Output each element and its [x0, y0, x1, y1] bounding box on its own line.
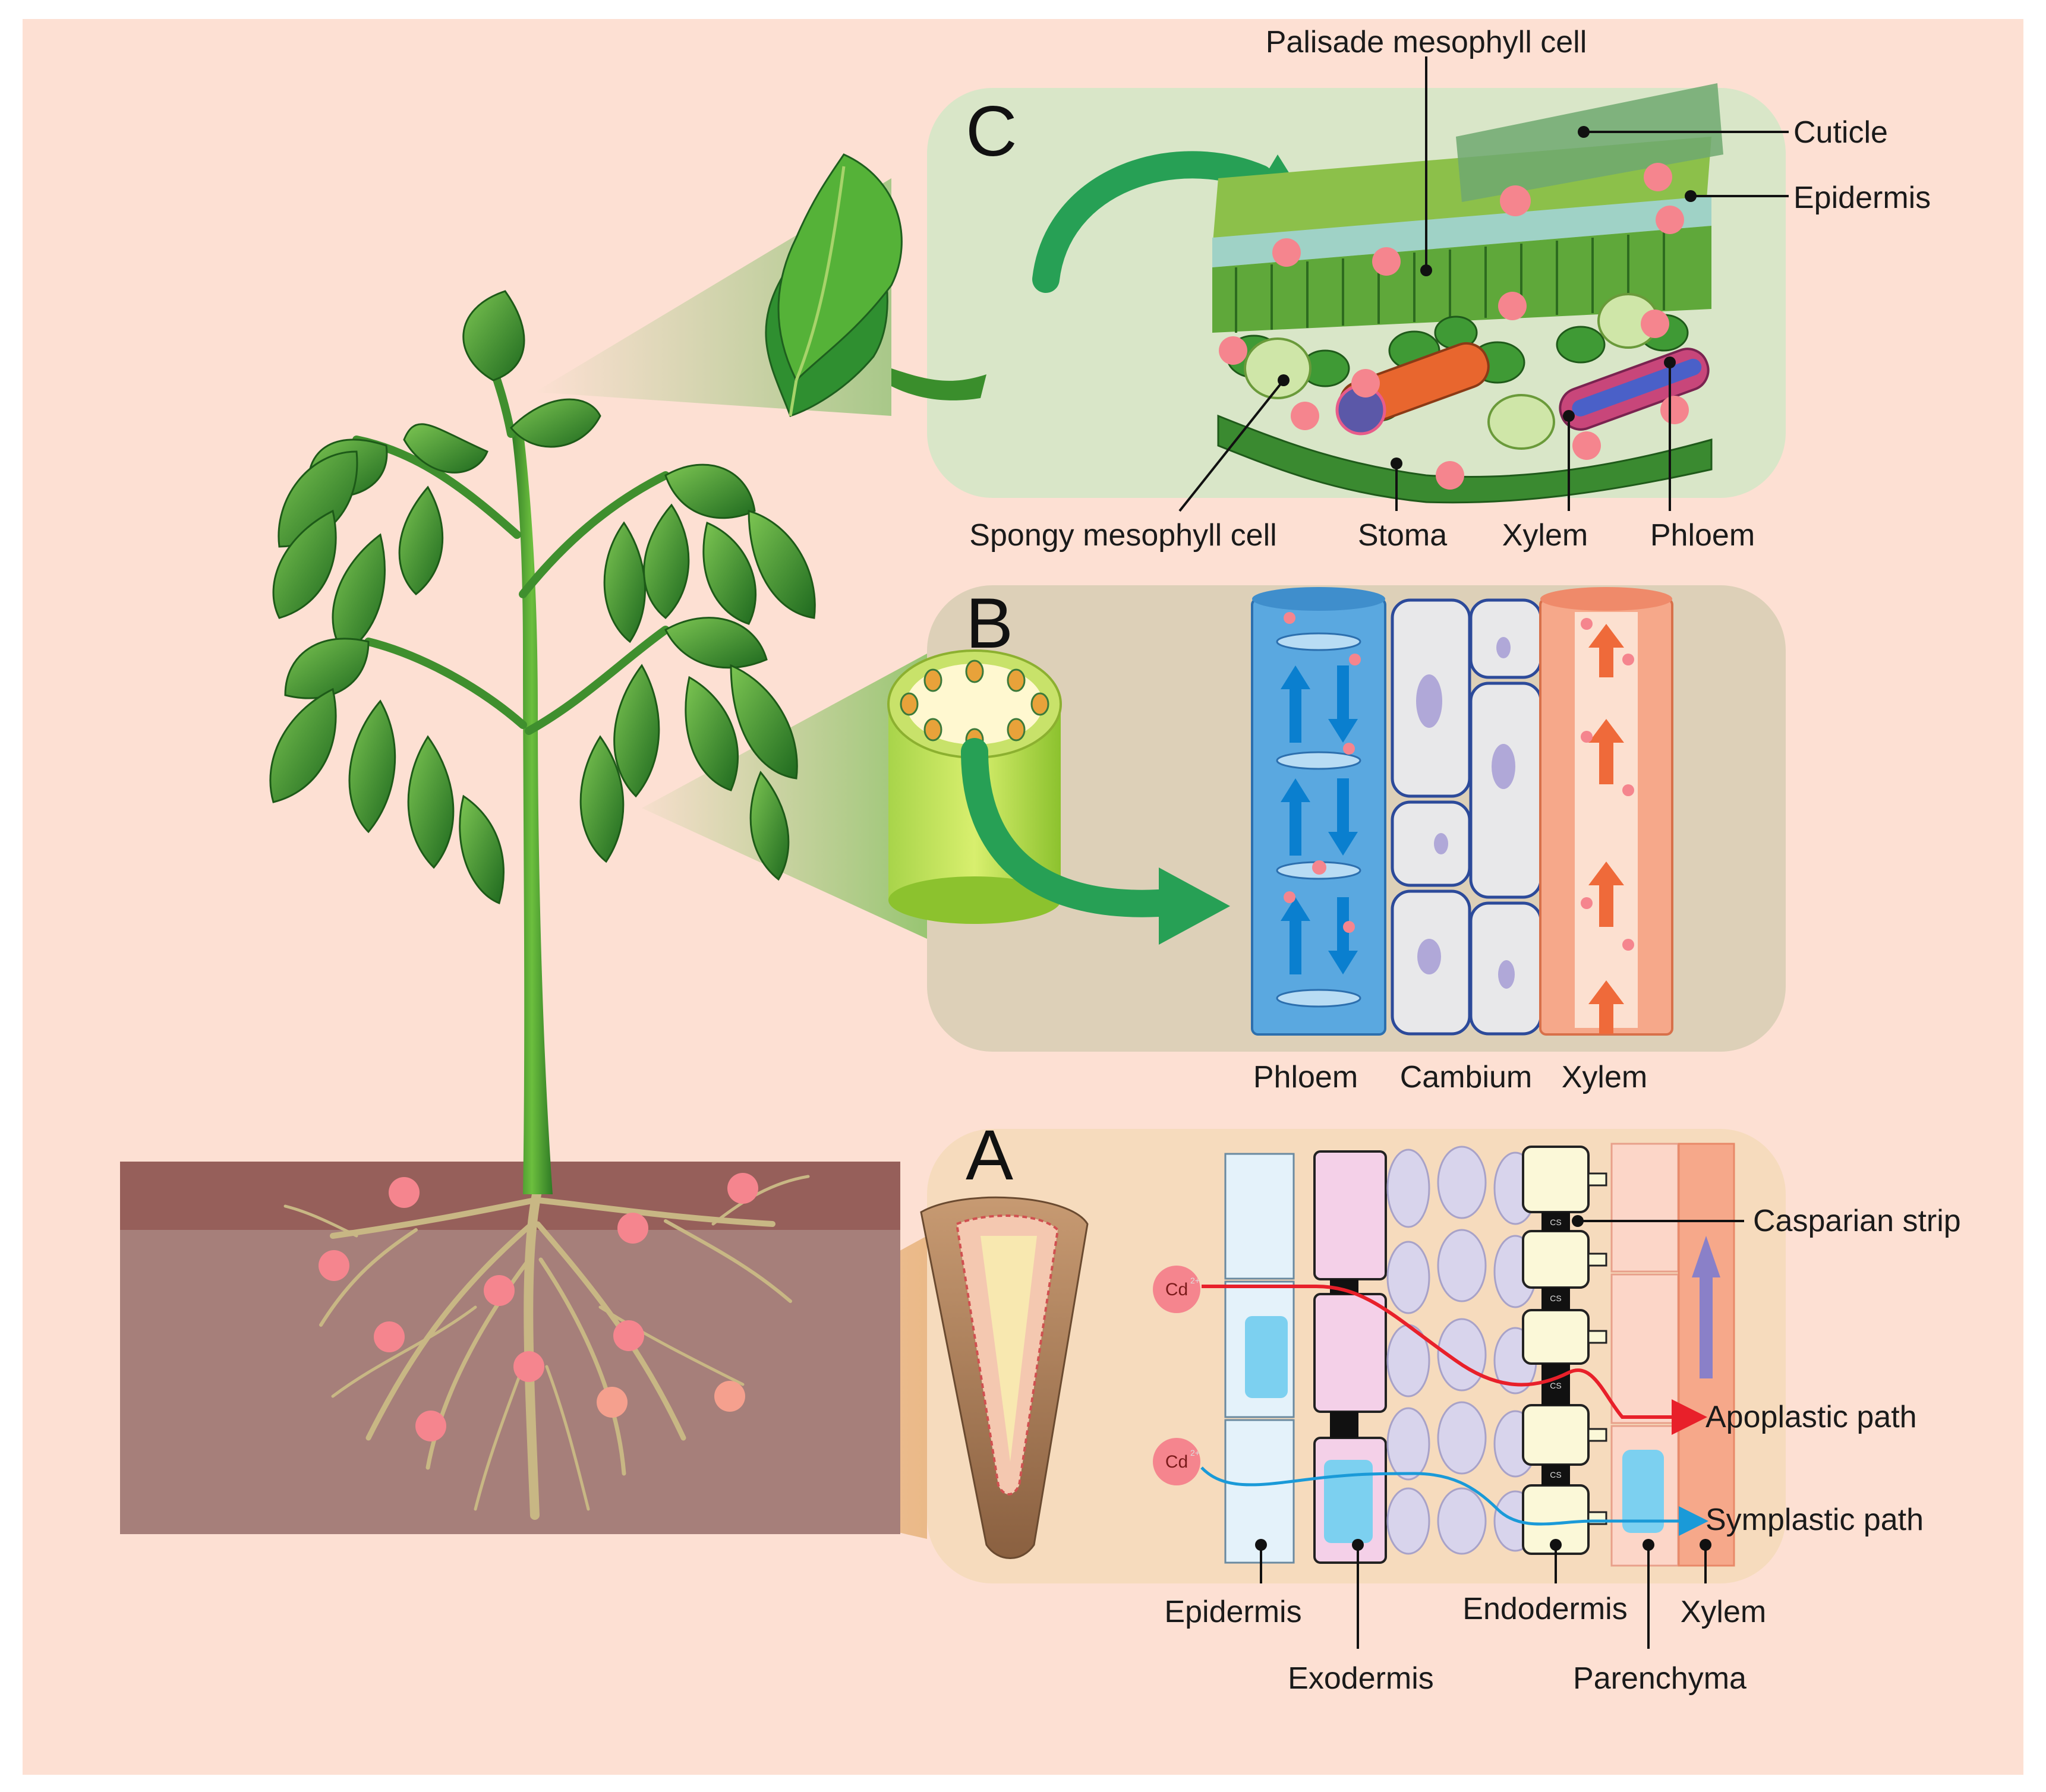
panel-c-letter: C [966, 92, 1017, 171]
arrow-b [961, 738, 1172, 917]
spongy-cell-pale [1244, 337, 1312, 399]
exodermis-cells [1313, 1150, 1387, 1564]
arrow-b-head [1159, 867, 1230, 945]
label-endodermis: Endodermis [1462, 1592, 1627, 1626]
label-stoma: Stoma [1358, 518, 1447, 553]
label-phloem-b: Phloem [1253, 1060, 1358, 1094]
panel-a-letter: A [966, 1115, 1013, 1195]
xylem-up-arrow [1692, 1236, 1720, 1378]
xylem-column-a [1678, 1143, 1735, 1567]
cs-mark: CS [1550, 1381, 1561, 1390]
label-cambium: Cambium [1400, 1060, 1533, 1094]
soil-cd-particles [319, 1173, 758, 1441]
endodermis-cells: CS CS CS CS [1522, 1146, 1607, 1555]
cs-mark: CS [1550, 1293, 1561, 1303]
soil [120, 1162, 900, 1534]
palisade-layer [1212, 226, 1711, 333]
label-spongy: Spongy mesophyll cell [969, 518, 1276, 553]
cd-ion-bottom: Cd 2+ [1153, 1438, 1200, 1485]
panel-c: C [765, 25, 1931, 553]
leaf-cd-particles [1219, 163, 1689, 490]
label-xylem-b: Xylem [1562, 1060, 1647, 1094]
cylinder-bottom [888, 876, 1061, 924]
phloem-column [1251, 587, 1386, 1036]
cs-mark: CS [1550, 1217, 1561, 1227]
label-xylem-a: Xylem [1681, 1595, 1766, 1629]
parenchyma-cells [1610, 1143, 1679, 1567]
epidermis-band [1212, 196, 1711, 267]
xylem-column-b [1539, 587, 1673, 1036]
soil-top-layer [120, 1162, 900, 1230]
cambium-nuclei [1416, 637, 1515, 989]
panel-a-leaders [1260, 1220, 1744, 1649]
panel-c-leader-dots [1278, 126, 1697, 469]
sieve-plates [1276, 632, 1361, 1008]
label-epidermis-a: Epidermis [1164, 1595, 1301, 1629]
leaf-cross-section [1212, 83, 1723, 504]
label-casparian: Casparian strip [1753, 1204, 1961, 1238]
leaves [269, 290, 816, 905]
phloem-cd-particles [1284, 612, 1361, 933]
root-tip-icon [920, 1196, 1089, 1559]
epidermis-cells [1224, 1153, 1295, 1564]
label-xylem-c: Xylem [1502, 518, 1588, 553]
label-cuticle: Cuticle [1793, 115, 1888, 150]
cd-label: Cd [1165, 1280, 1188, 1299]
stem [511, 428, 553, 1194]
soil-lower-layer [120, 1230, 900, 1534]
panel-a: A [920, 1115, 1961, 1696]
label-epidermis-c: Epidermis [1793, 181, 1931, 215]
label-palisade: Palisade mesophyll cell [1266, 25, 1587, 59]
cd-charge: 2+ [1190, 1276, 1200, 1285]
cd-ion-top: Cd 2+ [1153, 1266, 1200, 1313]
symplastic-path-arrow [1200, 1466, 1708, 1536]
apoplastic-path-arrow [1202, 1285, 1707, 1435]
label-parenchyma: Parenchyma [1573, 1661, 1746, 1696]
xylem-arrows-b [1588, 624, 1624, 1034]
phloem-arrows [1281, 665, 1358, 974]
beam-b [642, 654, 927, 939]
label-phloem-c: Phloem [1650, 518, 1755, 553]
cd-label: Cd [1165, 1452, 1188, 1472]
panel-b: B [887, 583, 1673, 1094]
arrow-c [1032, 151, 1273, 293]
panel-a-leader-dots [1255, 1215, 1711, 1551]
cd-charge: 2+ [1190, 1448, 1200, 1457]
cambium-cells [1391, 598, 1543, 1036]
label-apoplastic: Apoplastic path [1705, 1400, 1917, 1434]
xylem-cd-particles [1581, 618, 1634, 951]
panel-c-leaders [1178, 56, 1789, 512]
label-symplastic: Symplastic path [1705, 1503, 1924, 1537]
roots [283, 1175, 810, 1520]
cuticle-sheet [1456, 83, 1723, 202]
cs-mark: CS [1550, 1470, 1561, 1479]
label-exodermis: Exodermis [1288, 1661, 1434, 1696]
leaf-icon [765, 153, 986, 417]
cortex-cells [1386, 1146, 1537, 1555]
vascular-bundle-left [1335, 342, 1490, 436]
lower-epidermis [1217, 414, 1713, 504]
plant [269, 290, 816, 1520]
